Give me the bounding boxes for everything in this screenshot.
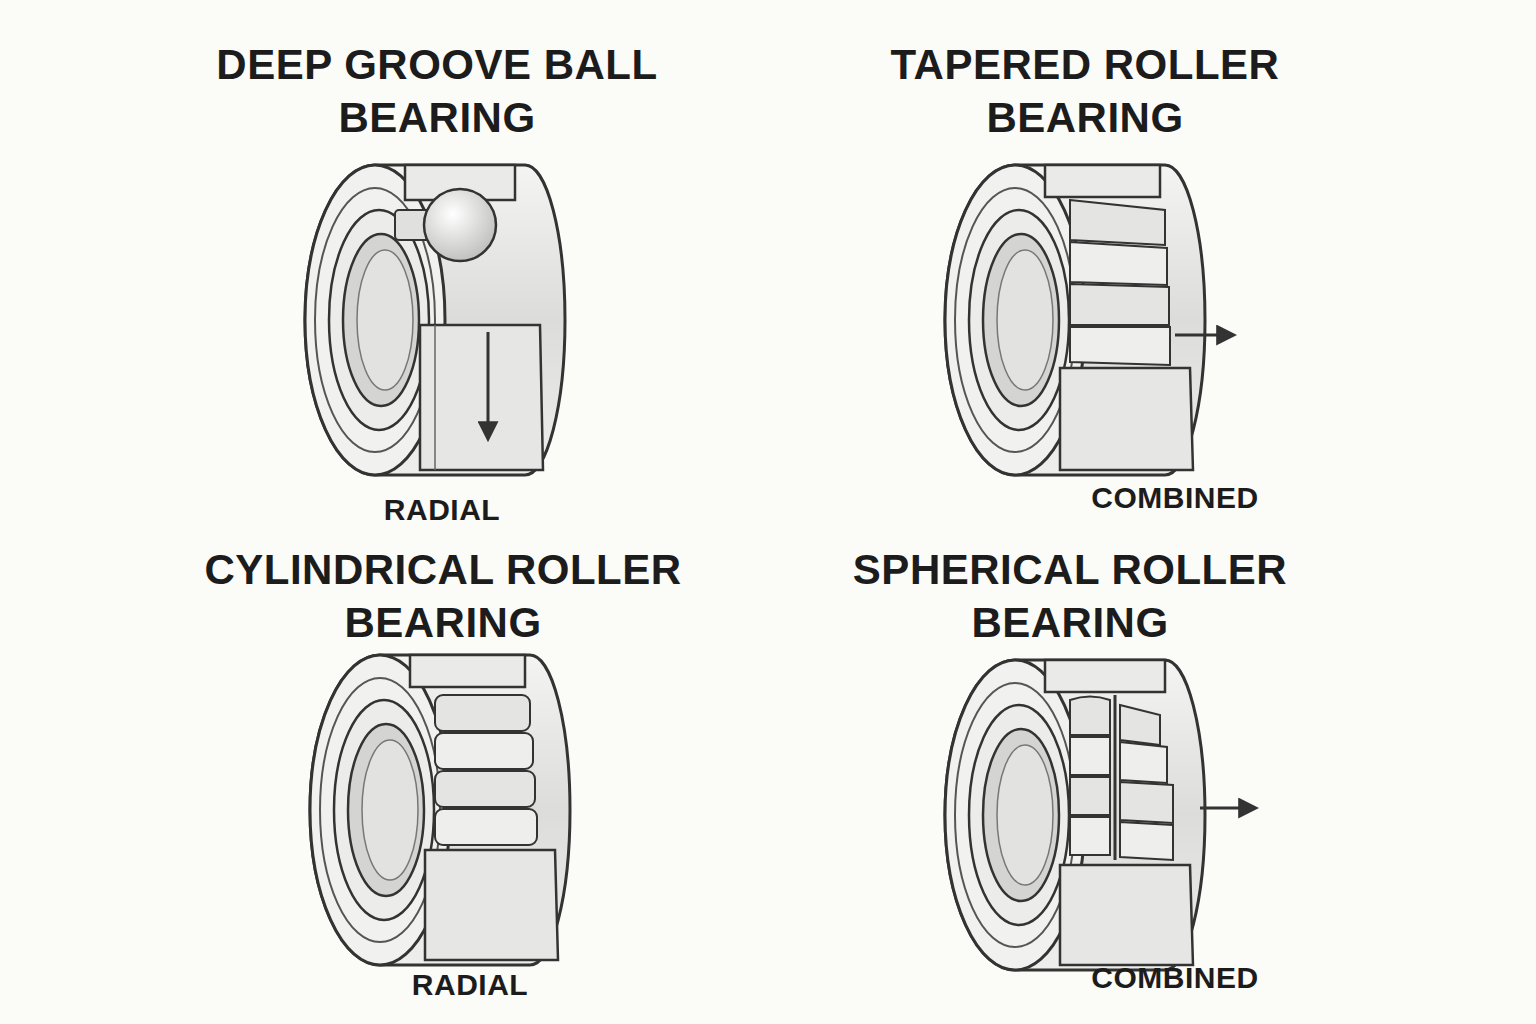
spherical-roller-bearing — [945, 660, 1255, 970]
bearing-title: CYLINDRICAL ROLLER BEARING — [153, 544, 733, 650]
deep-groove-ball-bearing — [305, 165, 565, 475]
bearing-title: SPHERICAL ROLLER BEARING — [800, 544, 1340, 650]
load-label: COMBINED — [1015, 480, 1335, 516]
load-label: COMBINED — [1015, 960, 1335, 996]
cylindrical-roller-bearing — [310, 655, 570, 965]
tapered-roller-bearing — [945, 165, 1233, 475]
bearing-title: DEEP GROOVE BALL BEARING — [167, 39, 707, 145]
bearing-title: TAPERED ROLLER BEARING — [835, 39, 1335, 145]
load-label: RADIAL — [292, 492, 592, 528]
load-label: RADIAL — [320, 967, 620, 1003]
